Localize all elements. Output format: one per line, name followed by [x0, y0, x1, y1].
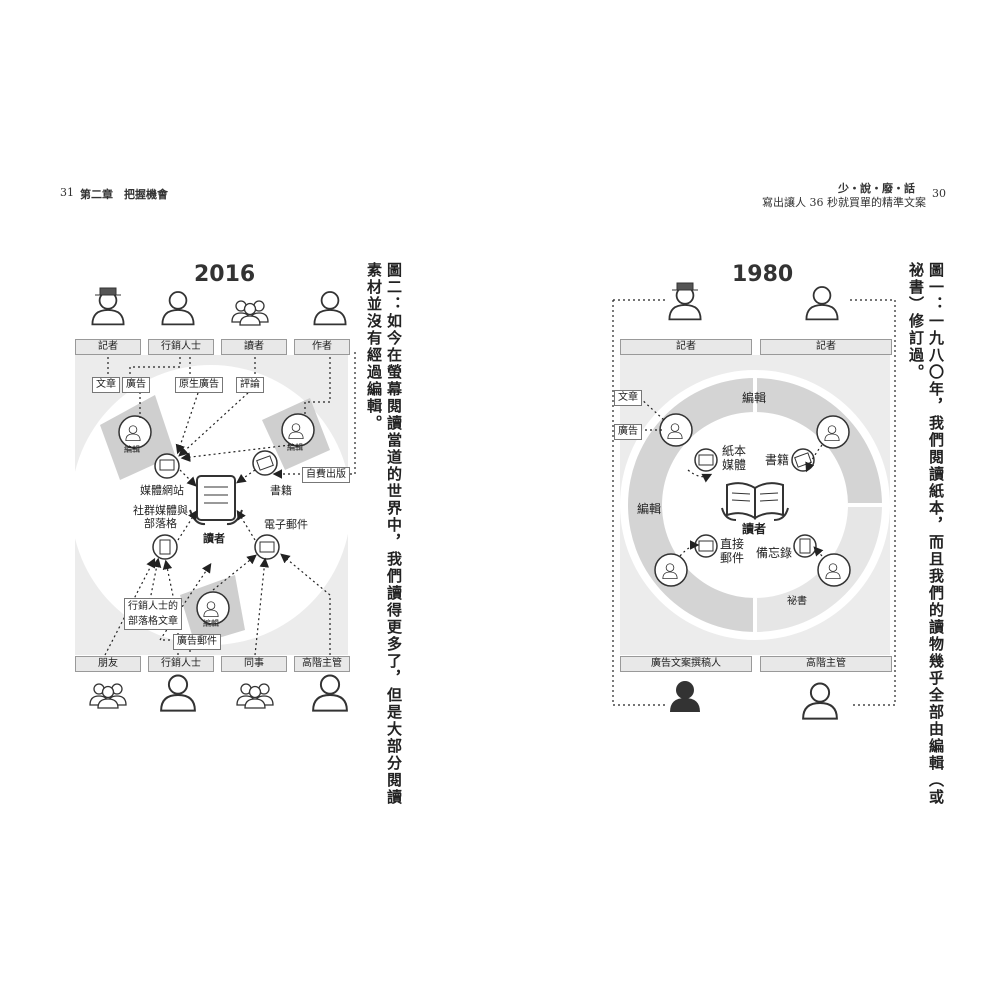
tag-ad-1980: 廣告 [614, 424, 642, 440]
print-media-label: 紙本 媒體 [722, 444, 747, 472]
reader-tablet-icon [189, 475, 243, 526]
social-media-label: 社群媒體與 部落格 [133, 504, 188, 530]
books-label: 書籍 [270, 484, 292, 497]
email-label: 電子郵件 [264, 518, 308, 531]
marketer-bottom-icon [160, 674, 196, 712]
role-top-journalist: 記者 [75, 339, 141, 355]
role-bottom-executive: 高階主管 [294, 656, 350, 672]
executive-icon [312, 674, 348, 712]
role-top-marketer: 行銷人士 [148, 339, 214, 355]
right-page-number: 30 [932, 187, 946, 200]
tag-article: 文章 [92, 377, 120, 393]
tag-ad-email: 廣告郵件 [173, 634, 221, 650]
editor-left-label: 編輯 [124, 445, 140, 454]
role-bottom-marketer: 行銷人士 [148, 656, 214, 672]
media-site-label: 媒體網站 [140, 484, 184, 497]
colleagues-group-icon [236, 683, 274, 709]
role-top-journalist-1: 記者 [620, 339, 752, 355]
left-chapter-title: 第二章 把握機會 [80, 188, 168, 201]
role-bottom-copywriter: 廣告文案撰稿人 [620, 656, 752, 672]
role-bottom-friends: 朋友 [75, 656, 141, 672]
ring-editor-top-label: 編輯 [742, 391, 767, 405]
friends-group-icon [89, 683, 127, 709]
ring-editor-left-bottom [628, 505, 755, 632]
readers-group-icon [231, 300, 269, 326]
social-media-icon [152, 534, 178, 560]
ring-editor-top [755, 378, 882, 505]
reader-label: 讀者 [203, 532, 225, 545]
left-page-number: 31 [60, 186, 74, 199]
role-top-journalist-2: 記者 [760, 339, 892, 355]
editor-right-label: 編輯 [287, 443, 303, 452]
memo-icon [793, 534, 817, 558]
tag-self-publish: 自費出版 [302, 467, 350, 483]
ring-editor-left-label: 編輯 [637, 502, 662, 516]
tag-marketer-blog: 行銷人士的 部落格文章 [124, 598, 182, 630]
figure1-caption: 圖一：一九八〇年，我們閱讀紙本，而且我們的讀物幾乎全部由編輯（或祕書）修訂過。 [907, 262, 945, 806]
ring-secretary [755, 505, 882, 632]
tag-native-ad: 原生廣告 [175, 377, 223, 393]
right-book-title: 少・說・廢・話 [838, 182, 915, 195]
executive-1980-icon [802, 682, 838, 720]
journalist-2-1980-icon [805, 286, 839, 321]
role-top-author: 作者 [294, 339, 350, 355]
journalist-1980-icon [668, 282, 702, 321]
year-2016-title: 2016 [194, 262, 256, 287]
role-bottom-executive-1980: 高階主管 [760, 656, 892, 672]
role-bottom-colleagues: 同事 [221, 656, 287, 672]
tag-ad: 廣告 [122, 377, 150, 393]
year-1980-title: 1980 [732, 262, 794, 287]
marketer-icon [161, 291, 195, 326]
ring-secretary-label: 祕書 [787, 596, 807, 607]
books-1980-label: 書籍 [765, 453, 790, 467]
email-icon [254, 534, 280, 560]
role-top-readers: 讀者 [221, 339, 287, 355]
journalist-icon [91, 287, 125, 326]
right-book-subtitle: 寫出讓人 36 秒就買單的精準文案 [762, 196, 926, 209]
reader-1980-label: 讀者 [742, 522, 767, 536]
memo-label: 備忘錄 [756, 546, 793, 560]
tag-review: 評論 [236, 377, 264, 393]
books-icon [252, 450, 278, 476]
editor-bottom-label: 編輯 [203, 619, 219, 628]
media-site-icon [154, 453, 180, 479]
copywriter-icon [670, 681, 700, 712]
author-icon [313, 291, 347, 326]
figure2-caption: 圖二：如今在螢幕閱讀當道的世界中，我們讀得更多了，但是大部分閱讀素材並沒有經過編… [365, 262, 403, 806]
ring-editor-left-top [628, 378, 755, 505]
direct-mail-label: 直接 郵件 [720, 537, 745, 565]
reader-book-icon [721, 482, 789, 521]
tag-article-1980: 文章 [614, 390, 642, 406]
direct-mail-icon [694, 534, 718, 558]
print-media-icon [694, 448, 718, 472]
